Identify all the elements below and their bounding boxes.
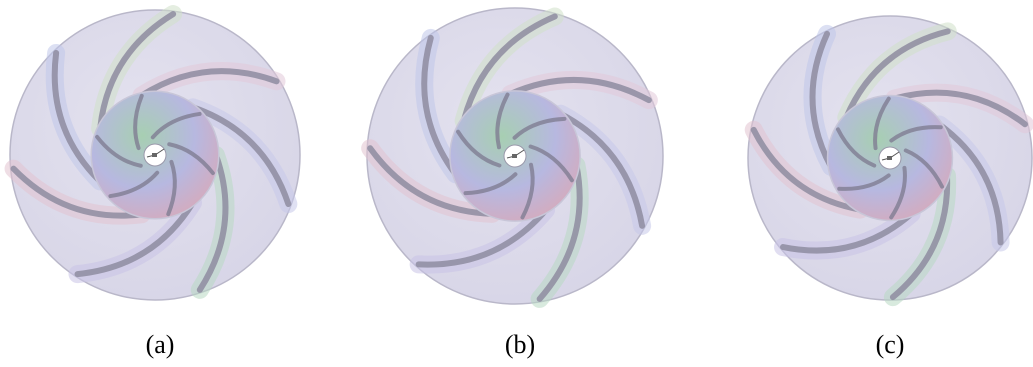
inner-blade xyxy=(108,170,160,199)
axis-origin xyxy=(152,153,157,157)
outer-blade xyxy=(138,68,280,99)
inner-blade xyxy=(512,116,567,140)
outer-blade xyxy=(421,34,459,178)
outer-blade xyxy=(536,162,583,302)
outer-blade xyxy=(415,206,550,268)
inner-blade xyxy=(495,92,510,150)
outer-blade xyxy=(889,172,951,301)
panel-b: (b) xyxy=(360,0,680,367)
inner-blade xyxy=(133,93,144,151)
outer-blade xyxy=(750,126,864,213)
inner-blade xyxy=(528,144,574,183)
panel-c: (c) xyxy=(730,0,1033,367)
outer-blade xyxy=(97,11,177,132)
outer-blade xyxy=(809,30,835,170)
impeller-c-image xyxy=(744,15,1033,307)
outer-blade xyxy=(936,121,1004,246)
outer-blade xyxy=(74,199,196,278)
impeller-b-image xyxy=(361,7,664,308)
inner-blade xyxy=(456,129,502,168)
caption-b: (b) xyxy=(504,330,536,359)
inner-blade xyxy=(835,127,877,168)
panel-a: (a) xyxy=(0,0,320,367)
outer-blade xyxy=(51,49,104,185)
inner-blade xyxy=(95,134,143,168)
outer-blade xyxy=(367,145,496,217)
outer-blade xyxy=(460,13,558,124)
axis-origin xyxy=(887,156,892,160)
inner-blade xyxy=(837,173,891,191)
impeller-a-image xyxy=(4,5,301,301)
outer-blade xyxy=(557,110,646,229)
outer-blade xyxy=(189,104,292,208)
inner-blade xyxy=(889,125,943,143)
caption-c: (c) xyxy=(875,330,905,359)
inner-blade xyxy=(166,159,177,217)
inner-blade xyxy=(889,165,907,220)
inner-blade xyxy=(873,96,891,151)
outer-blade xyxy=(196,152,229,293)
inner-blade xyxy=(520,162,535,220)
axis-origin xyxy=(512,154,517,158)
outer-blade xyxy=(507,76,652,104)
inner-blade xyxy=(150,111,202,140)
inner-blade xyxy=(167,142,215,176)
outer-blade xyxy=(780,210,915,254)
inner-blade xyxy=(463,172,518,196)
outer-blade xyxy=(10,165,145,219)
outer-blade xyxy=(891,89,1028,128)
inner-blade xyxy=(903,148,945,189)
caption-a: (a) xyxy=(145,330,175,359)
outer-blade xyxy=(843,28,951,121)
